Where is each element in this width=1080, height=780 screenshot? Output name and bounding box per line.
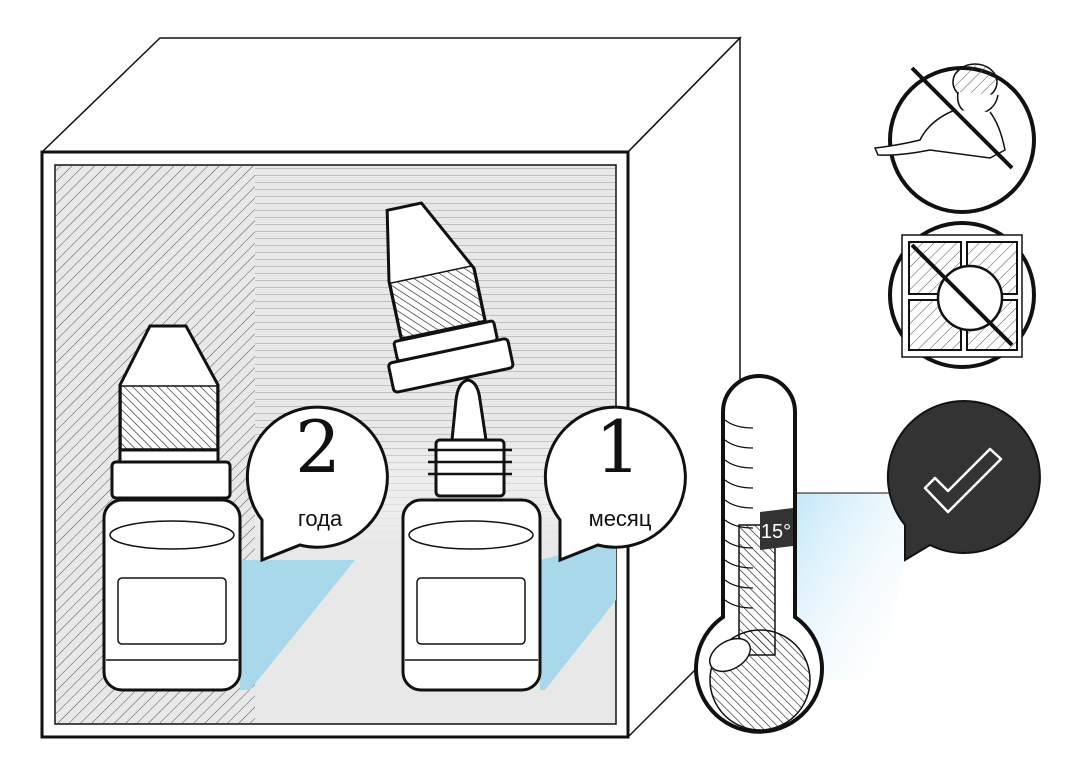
closed-shelf-life-number: 2 [295,405,341,489]
shelf-life-opened-bubble: 1 месяц [543,405,687,563]
no-sunlight-icon [888,221,1036,369]
temperature-label: 15° [761,521,791,543]
closed-shelf-life-unit: года [298,506,343,531]
dropper-cap [385,201,515,394]
check-icon [886,399,1041,562]
light-beam [792,493,905,680]
closed-bottle [102,324,242,692]
shelf-life-closed-bubble: 2 года [245,405,389,563]
opened-shelf-life-number: 1 [595,405,641,489]
no-children-icon [873,63,1036,214]
thermometer: 15° [694,374,824,734]
bottle-shadow [240,560,355,690]
temperature-badge [760,508,793,550]
opened-shelf-life-unit: месяц [589,506,652,531]
open-bottle [401,378,542,692]
bottle-shadow [540,540,616,690]
